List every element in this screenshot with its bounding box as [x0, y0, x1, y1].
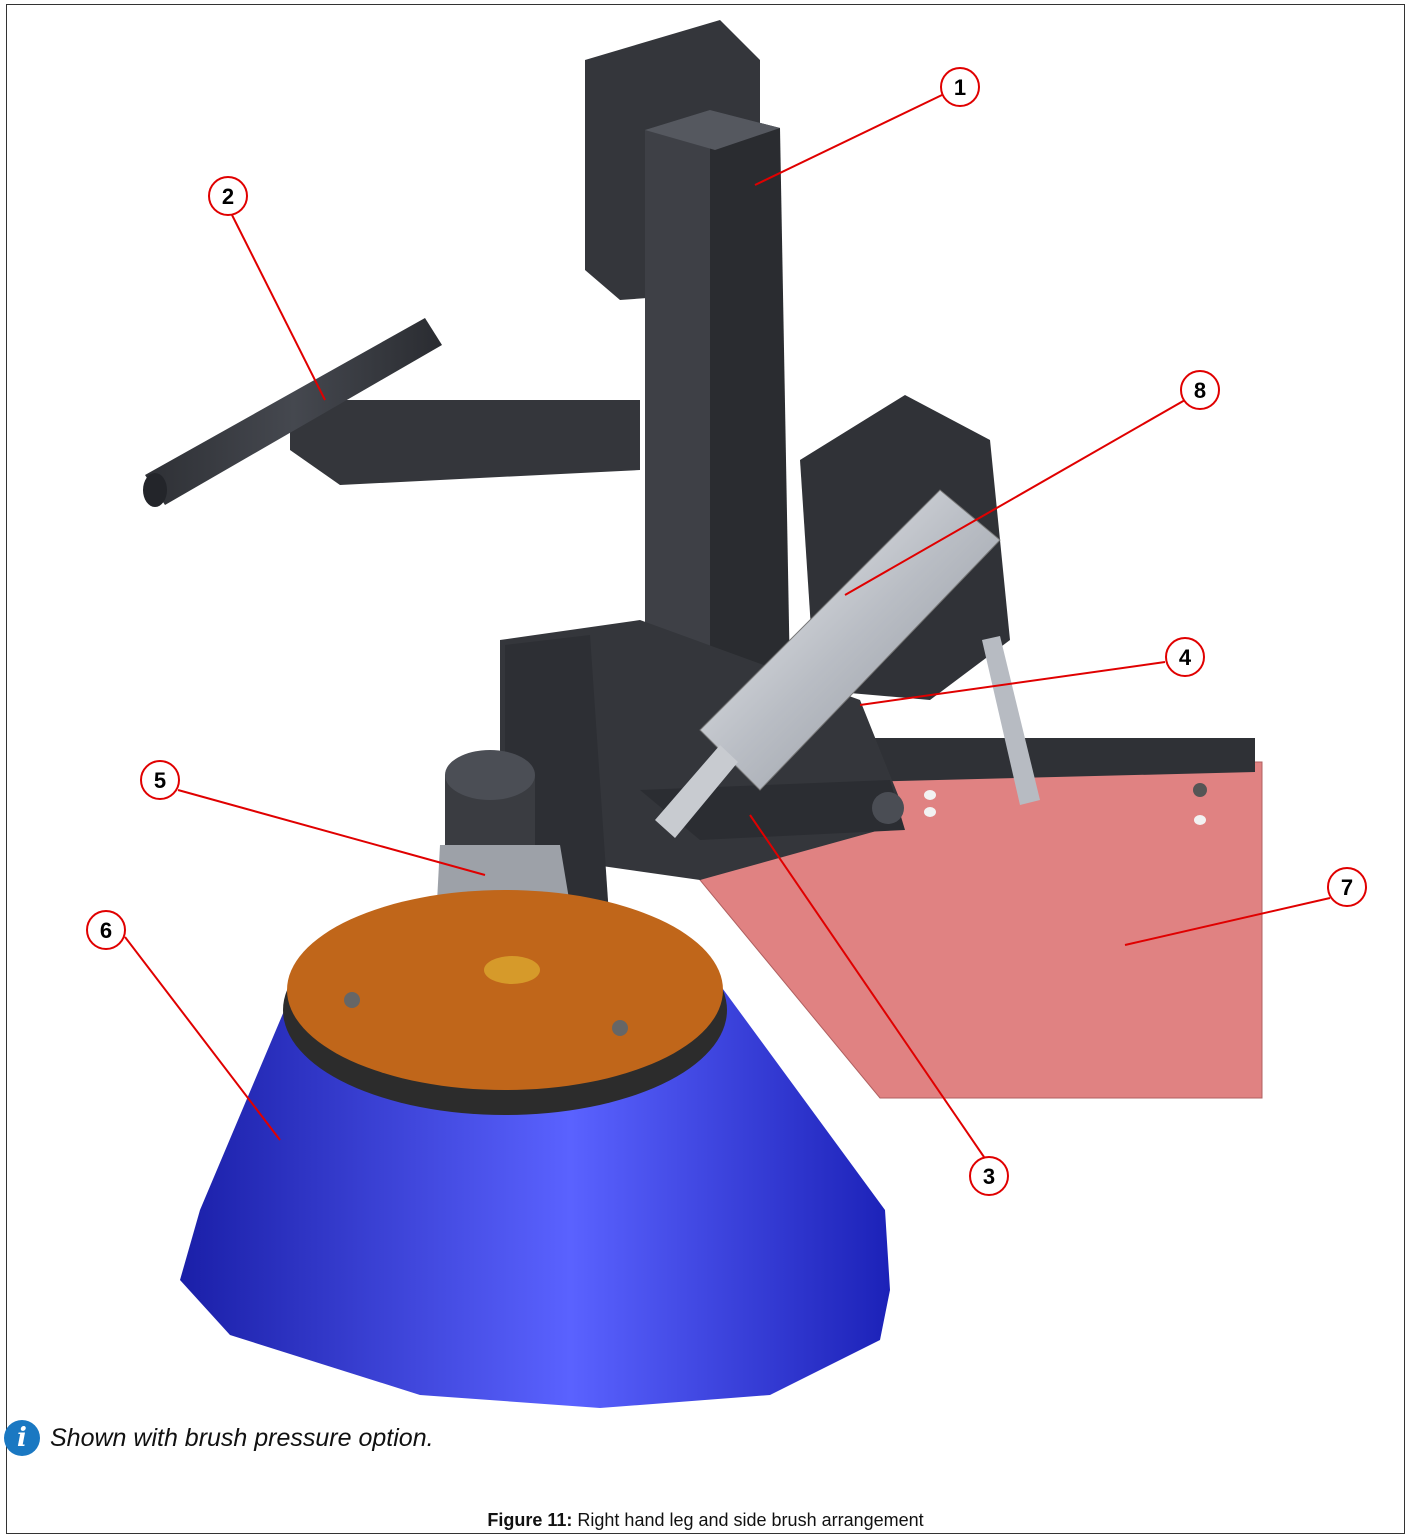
callout-leader-1 [754, 94, 943, 186]
callout-number-6: 6 [100, 918, 112, 943]
brush-plate [287, 890, 723, 1090]
assembly-illustration: 1 2 3 4 5 6 7 8 [86, 20, 1367, 1408]
callout-leader-8 [844, 399, 1186, 596]
panel-bolt [924, 807, 936, 817]
brush-nut [612, 1020, 628, 1036]
panel-bolt [1193, 783, 1207, 797]
callout-circle-4 [1165, 637, 1205, 677]
callout-circle-6 [86, 910, 126, 950]
callout-leader-5 [177, 789, 486, 876]
info-icon: i [4, 1420, 40, 1456]
callout-leader-2 [227, 206, 326, 401]
callout-leader-4 [859, 661, 1166, 706]
figure-caption: Figure 11: Right hand leg and side brush… [0, 1510, 1411, 1531]
main-leg-top [645, 110, 780, 150]
brush-hub [484, 956, 540, 984]
callout-number-1: 1 [954, 75, 966, 100]
figure-label: Figure 11: [487, 1510, 573, 1530]
main-leg-front [645, 110, 710, 720]
panel-bolt [924, 790, 936, 800]
callout-number-8: 8 [1194, 378, 1206, 403]
callout-number-2: 2 [222, 184, 234, 209]
callout-circle-8 [1180, 370, 1220, 410]
brush-bristles [180, 985, 890, 1408]
callout-balloons: 1 2 3 4 5 6 7 8 [86, 67, 1367, 1196]
handle-bar-end [143, 473, 167, 507]
note: i Shown with brush pressure option. [4, 1418, 434, 1458]
brush-nut [344, 992, 360, 1008]
page-frame [6, 4, 1405, 1534]
callout-number-4: 4 [1179, 645, 1192, 670]
handle-arm [290, 400, 640, 485]
panel-bolt [1194, 815, 1206, 825]
callout-leaders [124, 94, 1331, 1158]
main-leg-side [710, 110, 790, 700]
callout-leader-6 [124, 936, 281, 1141]
callout-circle-3 [969, 1156, 1009, 1196]
callout-circle-5 [140, 760, 180, 800]
callout-circle-2 [208, 176, 248, 216]
callout-number-3: 3 [983, 1164, 995, 1189]
callout-leader-7 [1124, 897, 1331, 946]
callout-number-5: 5 [154, 768, 166, 793]
cylinder-rod [655, 745, 738, 838]
support-strut [982, 636, 1040, 805]
callout-number-7: 7 [1341, 875, 1353, 900]
handle-bar [145, 318, 442, 505]
note-text: Shown with brush pressure option. [50, 1423, 434, 1452]
callout-circle-1 [940, 67, 980, 107]
callout-leader-3 [749, 814, 985, 1158]
hydraulic-cylinder [699, 489, 1001, 791]
callout-circle-7 [1327, 867, 1367, 907]
figure-caption-text: Right hand leg and side brush arrangemen… [577, 1510, 924, 1530]
rear-beam [860, 738, 1255, 782]
link-arm-pivot [872, 792, 904, 824]
motor-cap [445, 750, 535, 800]
